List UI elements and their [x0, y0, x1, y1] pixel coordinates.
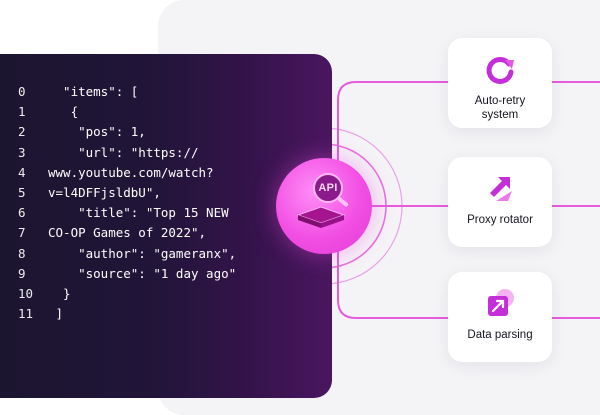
code-line: 0 "items": [	[18, 82, 332, 102]
refresh-icon	[486, 56, 514, 84]
feature-label: Proxy rotator	[467, 214, 533, 226]
line-number: 11	[18, 306, 34, 322]
line-number: 1	[18, 104, 26, 120]
platform-icon	[296, 206, 346, 228]
code-line: 4 www.youtube.com/watch?	[18, 163, 332, 183]
code-line: 6 "title": "Top 15 NEW	[18, 203, 332, 223]
code-text: "source": "1 day ago"	[48, 265, 237, 281]
line-number: 6	[18, 205, 26, 221]
code-text: "pos": 1,	[48, 124, 146, 140]
code-line: 9 "source": "1 day ago"	[18, 264, 332, 284]
line-number: 9	[18, 265, 26, 281]
code-line: 10 }	[18, 284, 332, 304]
line-number: 3	[18, 144, 26, 160]
api-label: API	[318, 182, 338, 194]
json-code-block: 0 "items": [ 1 { 2 "pos": 1, 3 "url": "h…	[18, 82, 332, 324]
code-text: www.youtube.com/watch?	[48, 164, 214, 180]
feature-card-data-parsing: Data parsing	[448, 272, 552, 362]
api-magnifier-icon: API	[313, 173, 343, 203]
feature-card-auto-retry: Auto-retry system	[448, 38, 552, 128]
code-text: CO-OP Games of 2022",	[48, 225, 207, 241]
expand-arrow-icon	[488, 289, 514, 316]
code-line: 8 "author": "gameranx",	[18, 244, 332, 264]
line-number: 2	[18, 124, 26, 140]
line-number: 0	[18, 84, 26, 99]
code-text: }	[48, 285, 71, 301]
line-number: 7	[18, 225, 26, 241]
code-text: "author": "gameranx",	[48, 245, 237, 261]
code-line: 2 "pos": 1,	[18, 122, 332, 142]
code-panel: 0 "items": [ 1 { 2 "pos": 1, 3 "url": "h…	[0, 54, 332, 398]
code-text: ]	[48, 306, 64, 322]
code-text: v=l4DFFjsldbU",	[48, 184, 161, 200]
code-text: "url": "https://	[48, 144, 199, 160]
line-number: 10	[18, 285, 34, 301]
code-text: "items": [	[48, 84, 139, 99]
code-text: {	[48, 104, 79, 120]
line-number: 4	[18, 164, 26, 180]
line-number: 8	[18, 245, 26, 261]
feature-card-proxy-rotator: Proxy rotator	[448, 157, 552, 247]
code-line: 7 CO-OP Games of 2022",	[18, 223, 332, 243]
code-line: 11 ]	[18, 304, 332, 324]
line-number: 5	[18, 184, 26, 200]
code-text: "title": "Top 15 NEW	[48, 205, 229, 221]
feature-label: Auto-retry system	[474, 95, 526, 121]
code-line: 5 v=l4DFFjsldbU",	[18, 183, 332, 203]
feature-label: Data parsing	[467, 329, 533, 341]
rotate-arrows-icon	[490, 177, 512, 201]
code-line: 3 "url": "https://	[18, 143, 332, 163]
code-line: 1 {	[18, 102, 332, 122]
